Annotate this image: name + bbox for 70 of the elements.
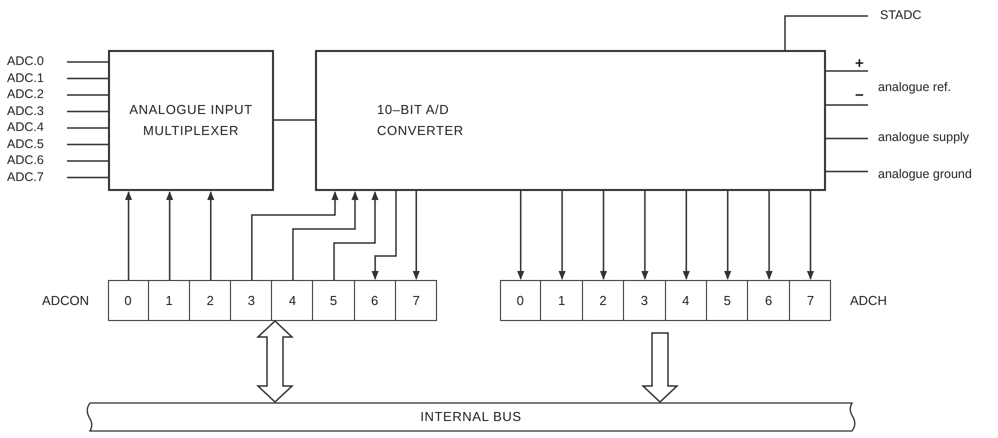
- arrow: [806, 191, 814, 280]
- signal-name: ADC.7: [7, 170, 44, 183]
- register-bit-cell: 5: [707, 280, 748, 321]
- arrow: [517, 191, 524, 280]
- block-title: ANALOGUE INPUT MULTIPLEXER: [128, 101, 254, 140]
- register-bit-cell: 5: [314, 280, 355, 321]
- signal-name: ADC.3: [7, 104, 44, 117]
- register-bit-cell: 6: [354, 280, 396, 321]
- register-bit-cell: 7: [396, 280, 437, 321]
- register-bit-cell: 3: [231, 280, 272, 321]
- arrow: [412, 191, 420, 280]
- signal-line: [67, 78, 108, 80]
- signal-line: [67, 94, 108, 96]
- register-bit-cell: 4: [272, 280, 314, 321]
- hollow-bus-arrow: [641, 332, 679, 404]
- register-bit-cell: 2: [190, 280, 232, 321]
- register-bit-cell: 3: [624, 280, 666, 321]
- register-bit-cell: 4: [666, 280, 707, 321]
- signal-name: ADC.0: [7, 55, 44, 68]
- register-bit-cell: 1: [149, 280, 190, 321]
- register-bit-cell: 7: [790, 280, 832, 321]
- signal-name: analogue supply: [878, 131, 970, 144]
- signal-name: ADC.6: [7, 154, 44, 166]
- signal-line: [784, 15, 868, 50]
- signal-line: [67, 110, 108, 112]
- signal-name: ADC.2: [7, 88, 44, 100]
- polarity-sign: −: [855, 88, 864, 103]
- signal-line: [67, 127, 108, 129]
- arrow: [333, 191, 379, 280]
- internal-bus: [86, 402, 856, 432]
- arrow: [207, 191, 214, 280]
- register-bit-cell: 6: [748, 280, 790, 321]
- signal-name: STADC: [880, 9, 922, 22]
- register-bit-cell: 0: [108, 280, 150, 321]
- arrow: [124, 191, 132, 280]
- register-bit-cell: 0: [500, 280, 542, 321]
- arrow: [166, 191, 174, 280]
- signal-line: [826, 104, 868, 106]
- arrow: [682, 191, 690, 280]
- register-name: ADCON: [42, 293, 89, 308]
- signal-line: [826, 70, 868, 72]
- bus-label: INTERNAL BUS: [420, 408, 522, 426]
- signal-line: [67, 61, 108, 63]
- signal-line: [826, 138, 868, 140]
- arrow: [372, 191, 397, 280]
- arrow: [641, 191, 648, 280]
- arrow: [292, 191, 359, 280]
- signal-name: ADC.5: [7, 138, 44, 150]
- signal-line: [67, 176, 108, 178]
- register-bit-cell: 2: [582, 280, 624, 321]
- signal-line: [67, 144, 108, 146]
- polarity-sign: +: [855, 56, 864, 71]
- arrow: [724, 191, 732, 280]
- signal-name: analogue ground: [878, 168, 972, 180]
- signal-name: ADC.1: [7, 72, 44, 84]
- signal-line: [826, 170, 868, 172]
- signal-line: [274, 119, 315, 121]
- arrow: [251, 191, 339, 280]
- hollow-bus-arrow: [256, 320, 294, 404]
- signal-line: [67, 160, 108, 162]
- function-block: [315, 50, 826, 191]
- arrow: [558, 191, 566, 280]
- arrow: [600, 191, 608, 280]
- register-bit-cell: 1: [541, 280, 583, 321]
- function-block: [108, 50, 274, 191]
- signal-name: analogue ref.: [878, 81, 951, 94]
- signal-name: ADC.4: [7, 121, 44, 134]
- block-title: 10–BIT A/D CONVERTER: [377, 101, 465, 140]
- arrow: [766, 191, 773, 280]
- register-name: ADCH: [850, 293, 887, 308]
